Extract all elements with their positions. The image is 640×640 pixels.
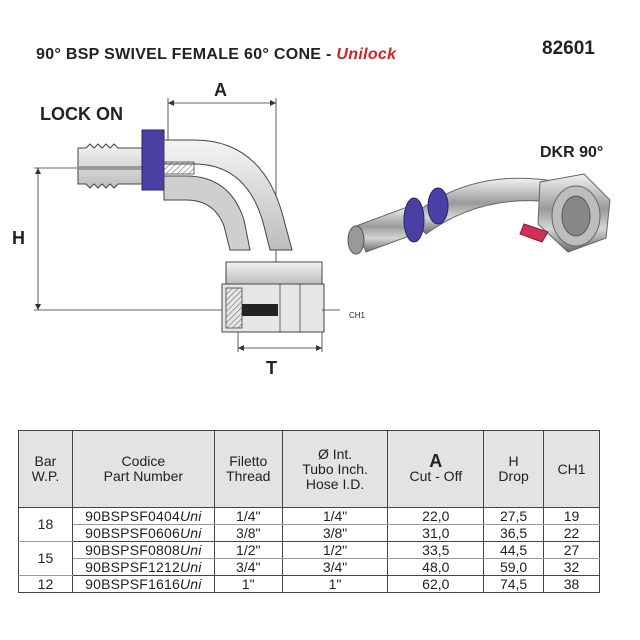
cell-cutoff: 62,0	[387, 575, 485, 593]
lock-on-label: LOCK ON	[40, 104, 123, 124]
cell-drop: 74,5	[483, 575, 545, 593]
cell-hose: 1/4"	[281, 507, 389, 525]
cell-drop: 59,0	[483, 558, 545, 576]
cell-bar: 18	[18, 507, 73, 542]
cell-ch1: 32	[543, 558, 600, 576]
cell-part: 90BSPSF0808Uni	[71, 541, 215, 559]
cell-cutoff: 48,0	[387, 558, 485, 576]
cell-thread: 1/2"	[213, 541, 283, 559]
cell-bar: 15	[18, 541, 73, 576]
cell-thread: 3/8"	[213, 524, 283, 542]
cell-cutoff: 22,0	[387, 507, 485, 525]
dimension-h-label: H	[12, 228, 25, 248]
cell-hose: 3/8"	[281, 524, 389, 542]
table-row: 90BSPSF1212Uni 3/4" 3/4" 48,0 59,0 32	[19, 558, 600, 576]
cell-drop: 44,5	[483, 541, 545, 559]
cell-ch1: 22	[543, 524, 600, 542]
cell-hose: 3/4"	[281, 558, 389, 576]
table-row: 15 90BSPSF0808Uni 1/2" 1/2" 33,5 44,5 27	[18, 541, 600, 576]
ch1-label: CH1	[349, 311, 366, 320]
dimension-t	[237, 330, 323, 352]
cell-drop: 36,5	[483, 524, 545, 542]
cell-part: 90BSPSF1616Uni	[71, 575, 215, 593]
lock-ring	[141, 129, 165, 191]
cell-ch1: 38	[543, 575, 600, 593]
swivel-nut	[221, 261, 340, 333]
title-brand: Unilock	[336, 46, 397, 63]
dimension-h	[34, 167, 226, 311]
cell-thread: 1/4"	[213, 507, 283, 525]
cell-ch1: 27	[543, 541, 600, 559]
cell-cutoff: 33,5	[387, 541, 485, 559]
cell-thread: 1"	[213, 575, 283, 593]
title-main: 90° BSP SWIVEL FEMALE 60° CONE -	[36, 46, 337, 63]
cell-part: 90BSPSF0404Uni	[71, 507, 215, 525]
cell-thread: 3/4"	[213, 558, 283, 576]
cell-hose: 1/2"	[281, 541, 389, 559]
dimension-a-label: A	[214, 80, 227, 100]
table-row: 12 90BSPSF1616Uni 1" 1" 62,0 74,5 38	[18, 575, 600, 593]
product-code: 82601	[542, 38, 595, 59]
hose-tail	[77, 143, 143, 189]
dkr-label: DKR 90°	[540, 144, 604, 161]
col-ch1: CH1	[543, 430, 600, 508]
cell-drop: 27,5	[483, 507, 545, 525]
col-hose-id: Ø Int.Tubo Inch.Hose I.D.	[281, 430, 389, 508]
technical-drawing	[34, 98, 340, 352]
dimension-t-label: T	[266, 358, 277, 378]
cell-hose: 1"	[281, 575, 389, 593]
product-title: 90° BSP SWIVEL FEMALE 60° CONE - Unilock	[36, 46, 396, 64]
cell-part: 90BSPSF0606Uni	[71, 524, 215, 542]
cell-bar: 12	[18, 575, 73, 593]
cell-part: 90BSPSF1212Uni	[71, 558, 215, 576]
table-row: 18 90BSPSF0404Uni 1/4" 1/4" 22,0 27,5 19	[18, 507, 600, 542]
elbow-body	[163, 139, 293, 251]
product-photo	[347, 173, 611, 255]
cell-ch1: 19	[543, 507, 600, 525]
cell-cutoff: 31,0	[387, 524, 485, 542]
table-row: 90BSPSF0606Uni 3/8" 3/8" 31,0 36,5 22	[19, 524, 600, 542]
